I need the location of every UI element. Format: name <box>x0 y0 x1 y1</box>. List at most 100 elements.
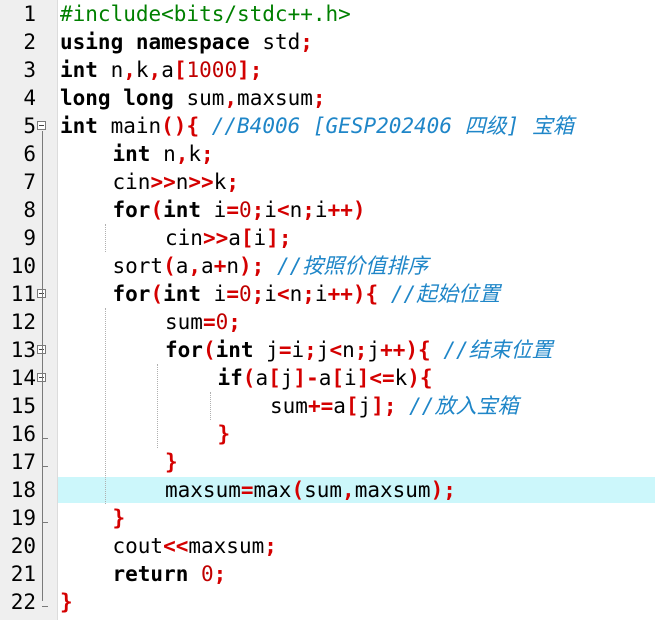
line-number: 9 <box>23 226 36 250</box>
code-line[interactable]: 1 #include<bits/stdc++.h> <box>0 0 655 28</box>
code-token: for <box>112 282 151 306</box>
code-token: k <box>213 170 227 194</box>
code-text: } <box>165 448 178 476</box>
indent-guide <box>104 308 106 504</box>
code-token <box>199 114 212 138</box>
fold-toggle-icon[interactable] <box>37 121 46 130</box>
code-token: k <box>394 366 408 390</box>
line-number: 1 <box>23 2 36 26</box>
code-token: a <box>318 366 332 390</box>
code-token: a <box>201 254 214 278</box>
code-token: int <box>60 114 98 138</box>
code-token: = <box>240 478 254 502</box>
code-token: [ <box>331 366 345 390</box>
code-token: , <box>123 58 136 82</box>
code-token: std <box>249 30 301 54</box>
line-number: 3 <box>23 58 36 82</box>
fold-end-marker <box>42 466 48 467</box>
code-token: #include<bits/stdc++.h> <box>60 2 351 26</box>
code-token: ( <box>242 366 256 390</box>
code-token: ); <box>430 478 456 502</box>
code-token <box>111 86 124 110</box>
indent-guide <box>157 364 158 448</box>
code-token: ; <box>312 86 326 110</box>
code-token: [ <box>345 394 359 418</box>
code-token: k <box>188 142 202 166</box>
code-token: for <box>165 338 203 362</box>
code-token: a <box>161 58 174 82</box>
code-token: cout <box>112 534 164 558</box>
code-line[interactable]: 12 sum=0; <box>0 308 655 336</box>
code-token: i <box>314 198 328 222</box>
code-token: ++){ <box>380 338 431 362</box>
code-token: a <box>228 226 241 250</box>
line-number: 14 <box>10 366 36 390</box>
code-token: n <box>226 254 240 278</box>
line-number: 4 <box>23 86 36 110</box>
code-token: >> <box>202 226 229 250</box>
line-number: 12 <box>10 310 36 334</box>
code-token: >> <box>150 170 176 194</box>
code-token: long <box>123 86 174 110</box>
code-token: j <box>367 338 381 362</box>
code-token: k <box>135 58 149 82</box>
code-token: ; <box>264 534 277 558</box>
fold-end-marker <box>42 522 48 523</box>
code-text: return 0; <box>113 560 227 588</box>
code-token: 0 <box>238 198 252 222</box>
fold-toggle-icon[interactable] <box>37 289 46 298</box>
code-token: sum <box>270 394 308 418</box>
code-token: sum <box>165 310 203 334</box>
line-number: 8 <box>23 198 36 222</box>
code-token: if <box>217 366 243 390</box>
code-token: < <box>329 338 343 362</box>
line-number: 22 <box>10 590 36 614</box>
code-token: ]; <box>237 58 263 82</box>
code-line[interactable]: 22} <box>0 588 655 616</box>
fold-toggle-icon[interactable] <box>37 345 46 354</box>
code-token: , <box>188 254 202 278</box>
code-line[interactable]: 16} <box>0 420 655 448</box>
code-token: n <box>175 170 189 194</box>
code-token: , <box>148 58 162 82</box>
code-token: ( <box>163 254 176 278</box>
code-text: } <box>218 420 231 448</box>
code-token: ]; <box>371 394 397 418</box>
code-text: } <box>113 504 126 532</box>
code-token: , <box>175 142 189 166</box>
code-line[interactable]: 19} <box>0 504 655 532</box>
line-number-gutter <box>0 0 58 620</box>
code-comment: //按照价值排序 <box>276 254 429 278</box>
code-token: sort <box>112 254 164 278</box>
line-number: 16 <box>10 422 36 446</box>
code-token: ; <box>213 562 227 586</box>
line-number: 18 <box>10 478 36 502</box>
code-token: int <box>112 142 151 166</box>
code-text: sum=0; <box>165 308 241 336</box>
code-token: ( <box>150 198 164 222</box>
code-token: < <box>276 282 290 306</box>
code-token: n <box>342 338 355 362</box>
code-token: } <box>217 422 231 446</box>
line-number: 2 <box>23 30 36 54</box>
fold-toggle-icon[interactable] <box>37 373 46 382</box>
code-line[interactable]: 17} <box>0 448 655 476</box>
code-token: i <box>344 366 357 390</box>
